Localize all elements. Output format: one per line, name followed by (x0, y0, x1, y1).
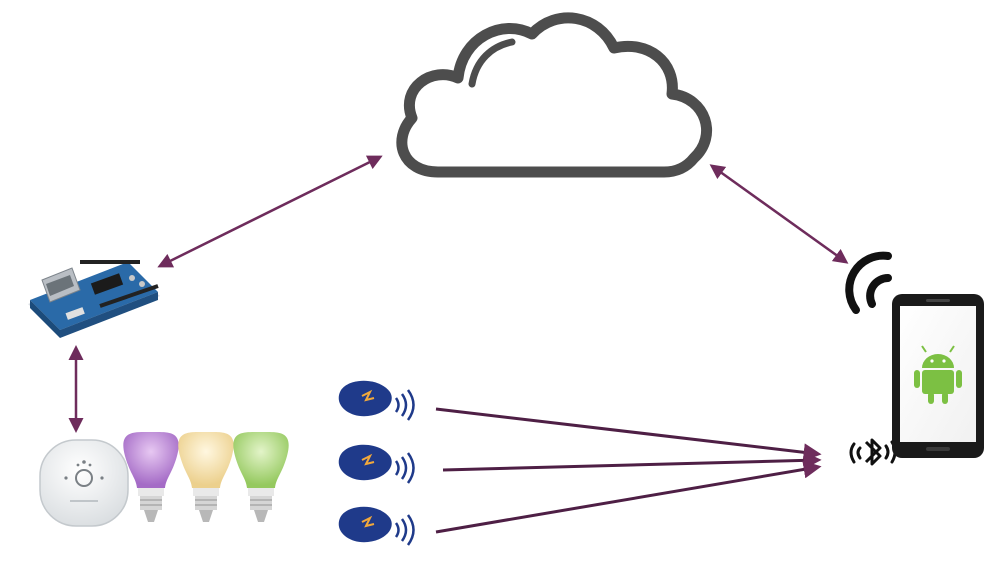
smart-bulb-purple (123, 431, 179, 522)
ble-beacon-1 (338, 380, 415, 421)
smart-bulb-green (233, 431, 289, 522)
arrow-arduino-cloud (157, 155, 383, 268)
cloud-icon (396, 12, 713, 178)
ble-beacon-2 (338, 444, 415, 484)
smart-bulb-warm-white (178, 431, 234, 522)
arrow-beacon-1-phone (435, 407, 822, 462)
ble-beacon-3 (338, 506, 415, 546)
hub-device (39, 439, 129, 527)
android-logo-icon (914, 345, 962, 404)
arrow-beacon-2-phone (442, 451, 822, 472)
bluetooth-icon (849, 438, 897, 466)
android-smartphone (892, 294, 984, 458)
arduino-ethernet-board (28, 260, 160, 338)
arrow-beacon-3-phone (435, 460, 822, 534)
wifi-signal-icon (845, 251, 892, 314)
arrow-phone-cloud (709, 164, 849, 264)
